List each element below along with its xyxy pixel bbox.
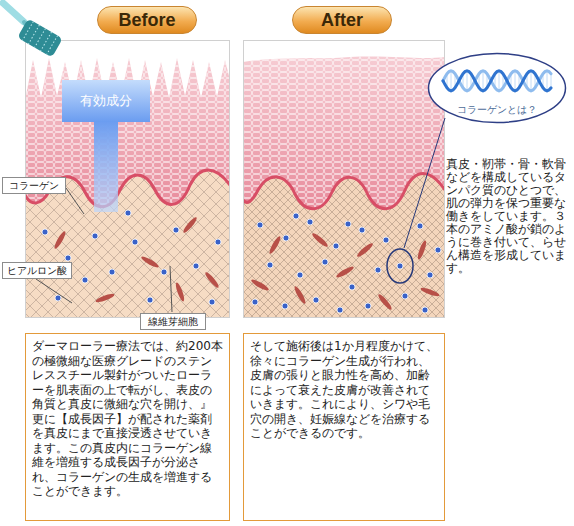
hyaluronic-dot: [82, 277, 88, 283]
hyaluronic-dot: [322, 259, 328, 265]
hyaluronic-dot: [193, 263, 199, 269]
node-text: コラーゲン: [9, 179, 59, 193]
hyaluronic-dot: [397, 263, 403, 269]
hyaluronic-dot: [161, 269, 167, 275]
part-label: ヒアルロン酸: [2, 262, 72, 279]
leader-line: [36, 279, 72, 303]
roller-drum: [17, 18, 63, 57]
focus-ring: [387, 249, 413, 283]
hyaluronic-dot: [345, 221, 351, 227]
node-text: 有効成分: [80, 92, 132, 110]
fibroblast: [204, 271, 221, 290]
hyaluronic-dot: [359, 227, 365, 233]
hyaluronic-dot: [365, 303, 371, 309]
hyaluronic-dot: [333, 243, 339, 249]
hyaluronic-dot: [65, 255, 71, 261]
hyaluronic-dot: [422, 307, 428, 313]
leader-lines: [36, 118, 445, 312]
fibroblast: [416, 240, 428, 261]
leader-line: [170, 266, 172, 312]
panel-ground: [243, 40, 445, 318]
basal-layer: [243, 174, 445, 209]
fibroblast: [174, 282, 186, 303]
panel-frame: [244, 41, 445, 318]
leader-line: [66, 188, 84, 214]
title-badge: After: [292, 6, 392, 34]
hyaluronic-dot: [173, 227, 179, 233]
hyaluronic-dots: [42, 210, 221, 305]
fibroblast: [250, 278, 270, 292]
hyaluronic-dot: [252, 299, 258, 305]
node-text: コラーゲンとは？: [457, 103, 537, 117]
hyaluronic-dot: [92, 233, 98, 239]
hyaluronic-dot: [435, 247, 441, 253]
fibroblast: [335, 265, 355, 279]
node-text: ヒアルロン酸: [7, 264, 67, 278]
epidermis-cells: [243, 57, 445, 209]
hyaluronic-dot: [375, 267, 381, 273]
hyaluronic-dot: [293, 213, 299, 219]
hyaluronic-dot: [383, 237, 389, 243]
fibroblast: [95, 292, 116, 304]
hyaluronic-dot: [427, 272, 433, 278]
hyaluronic-dot: [283, 235, 289, 241]
fibroblast: [140, 255, 160, 269]
node-text: 線維芽細胞: [148, 315, 198, 329]
ingredient-arrow: 有効成分: [62, 80, 150, 122]
note-text: 真皮・靭帯・骨・軟骨などを構成しているタンパク質のひとつで、肌の弾力を保つ重要な…: [446, 158, 570, 275]
helix-strand: [443, 71, 551, 91]
hyaluronic-dot: [125, 210, 131, 216]
node-text: そして施術後は1か月程度かけて、徐々にコラーゲン生成が行われ、皮膚の張りと眼力性…: [250, 339, 438, 441]
hyaluronic-dot: [109, 269, 115, 275]
fibroblast: [182, 216, 199, 235]
drum-body: [17, 18, 63, 57]
node-text: ダーマローラー療法では、約200本の極微細な医療グレードのステンレススチール製針…: [32, 339, 223, 499]
hyaluronic-dots: [252, 213, 441, 313]
hyaluronic-dot: [307, 219, 313, 225]
hyaluronic-dot: [257, 222, 263, 228]
hyaluronic-dot: [349, 284, 355, 290]
hyaluronic-dot: [42, 229, 48, 235]
collagen-callout: コラーゲンとは？: [427, 52, 567, 124]
hyaluronic-dot: [282, 303, 288, 309]
helix-strand: [443, 71, 551, 91]
leader-line: [404, 118, 445, 248]
hyaluronic-dot: [209, 299, 215, 305]
helix-rungs: [443, 71, 551, 91]
hyaluronic-dot: [267, 262, 273, 268]
drum-needles: [22, 21, 57, 54]
text-box: ダーマローラー療法では、約200本の極微細な医療グレードのステンレススチール製針…: [25, 333, 230, 521]
fibroblast: [377, 293, 394, 312]
fibroblast: [420, 286, 441, 298]
fibroblast: [268, 235, 282, 255]
hyaluronic-dot: [337, 307, 343, 313]
hyaluronic-dot: [417, 223, 423, 229]
hyaluronic-dot: [297, 272, 303, 278]
epidermis: [243, 57, 445, 209]
note-block: 真皮・靭帯・骨・軟骨などを構成しているタンパク質のひとつで、肌の弾力を保つ重要な…: [446, 158, 570, 275]
roller-handle: [3, 3, 24, 22]
hyaluronic-dot: [147, 297, 153, 303]
derma-roller-icon: [3, 3, 63, 58]
node-text: Before: [118, 10, 175, 31]
text-box: そして施術後は1か月程度かけて、徐々にコラーゲン生成が行われ、皮膚の張りと眼力性…: [243, 333, 445, 521]
node-text: After: [321, 10, 363, 31]
fibroblast: [356, 242, 375, 259]
hyaluronic-dot: [313, 297, 319, 303]
ingredient-shaft: [94, 120, 118, 212]
hyaluronic-dot: [132, 239, 138, 245]
hyaluronic-dot: [55, 295, 61, 301]
part-label: コラーゲン: [2, 177, 66, 194]
callout-ellipse: [429, 54, 566, 123]
title-badge: Before: [97, 6, 197, 34]
fibroblast: [311, 232, 330, 249]
part-label: 線維芽細胞: [140, 313, 206, 330]
fibroblasts: [53, 216, 221, 304]
fibroblast: [53, 230, 67, 250]
hyaluronic-dot: [402, 293, 408, 299]
fibroblast: [293, 285, 307, 305]
fibroblasts: [250, 232, 440, 312]
after-panel: [243, 40, 445, 318]
hyaluronic-dot: [215, 239, 221, 245]
